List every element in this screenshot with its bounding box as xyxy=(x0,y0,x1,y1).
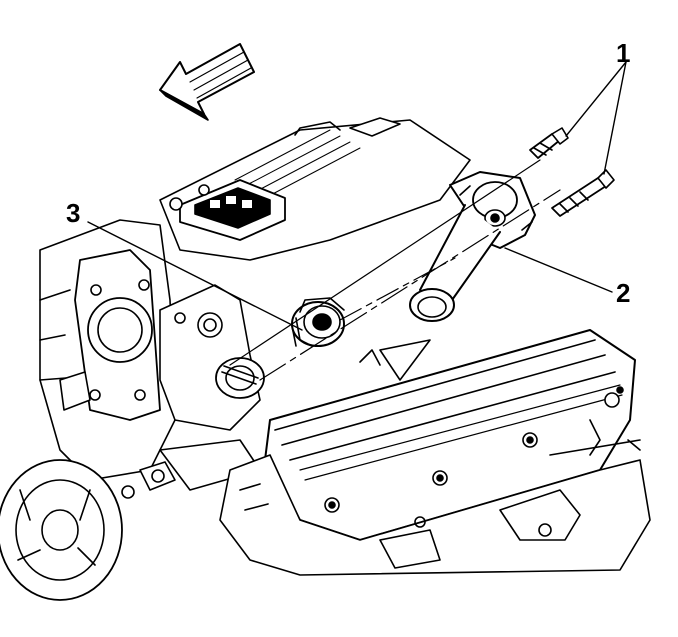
crankshaft-pulley xyxy=(0,459,123,601)
front-direction-arrow-icon xyxy=(159,43,255,121)
thermostat-housing xyxy=(121,284,265,499)
water-outlet xyxy=(409,171,536,322)
alignment-lines xyxy=(229,159,561,381)
engine-lower-right xyxy=(219,419,651,576)
callout-water-outlet: 2 xyxy=(616,278,631,308)
bolts xyxy=(529,127,615,217)
thermostat xyxy=(291,297,345,347)
engine-block-left xyxy=(39,219,176,481)
callout-leaders xyxy=(87,61,627,331)
callout-thermostat: 3 xyxy=(66,198,81,228)
intake-manifold xyxy=(159,117,471,261)
callout-bolts: 1 xyxy=(616,38,631,68)
